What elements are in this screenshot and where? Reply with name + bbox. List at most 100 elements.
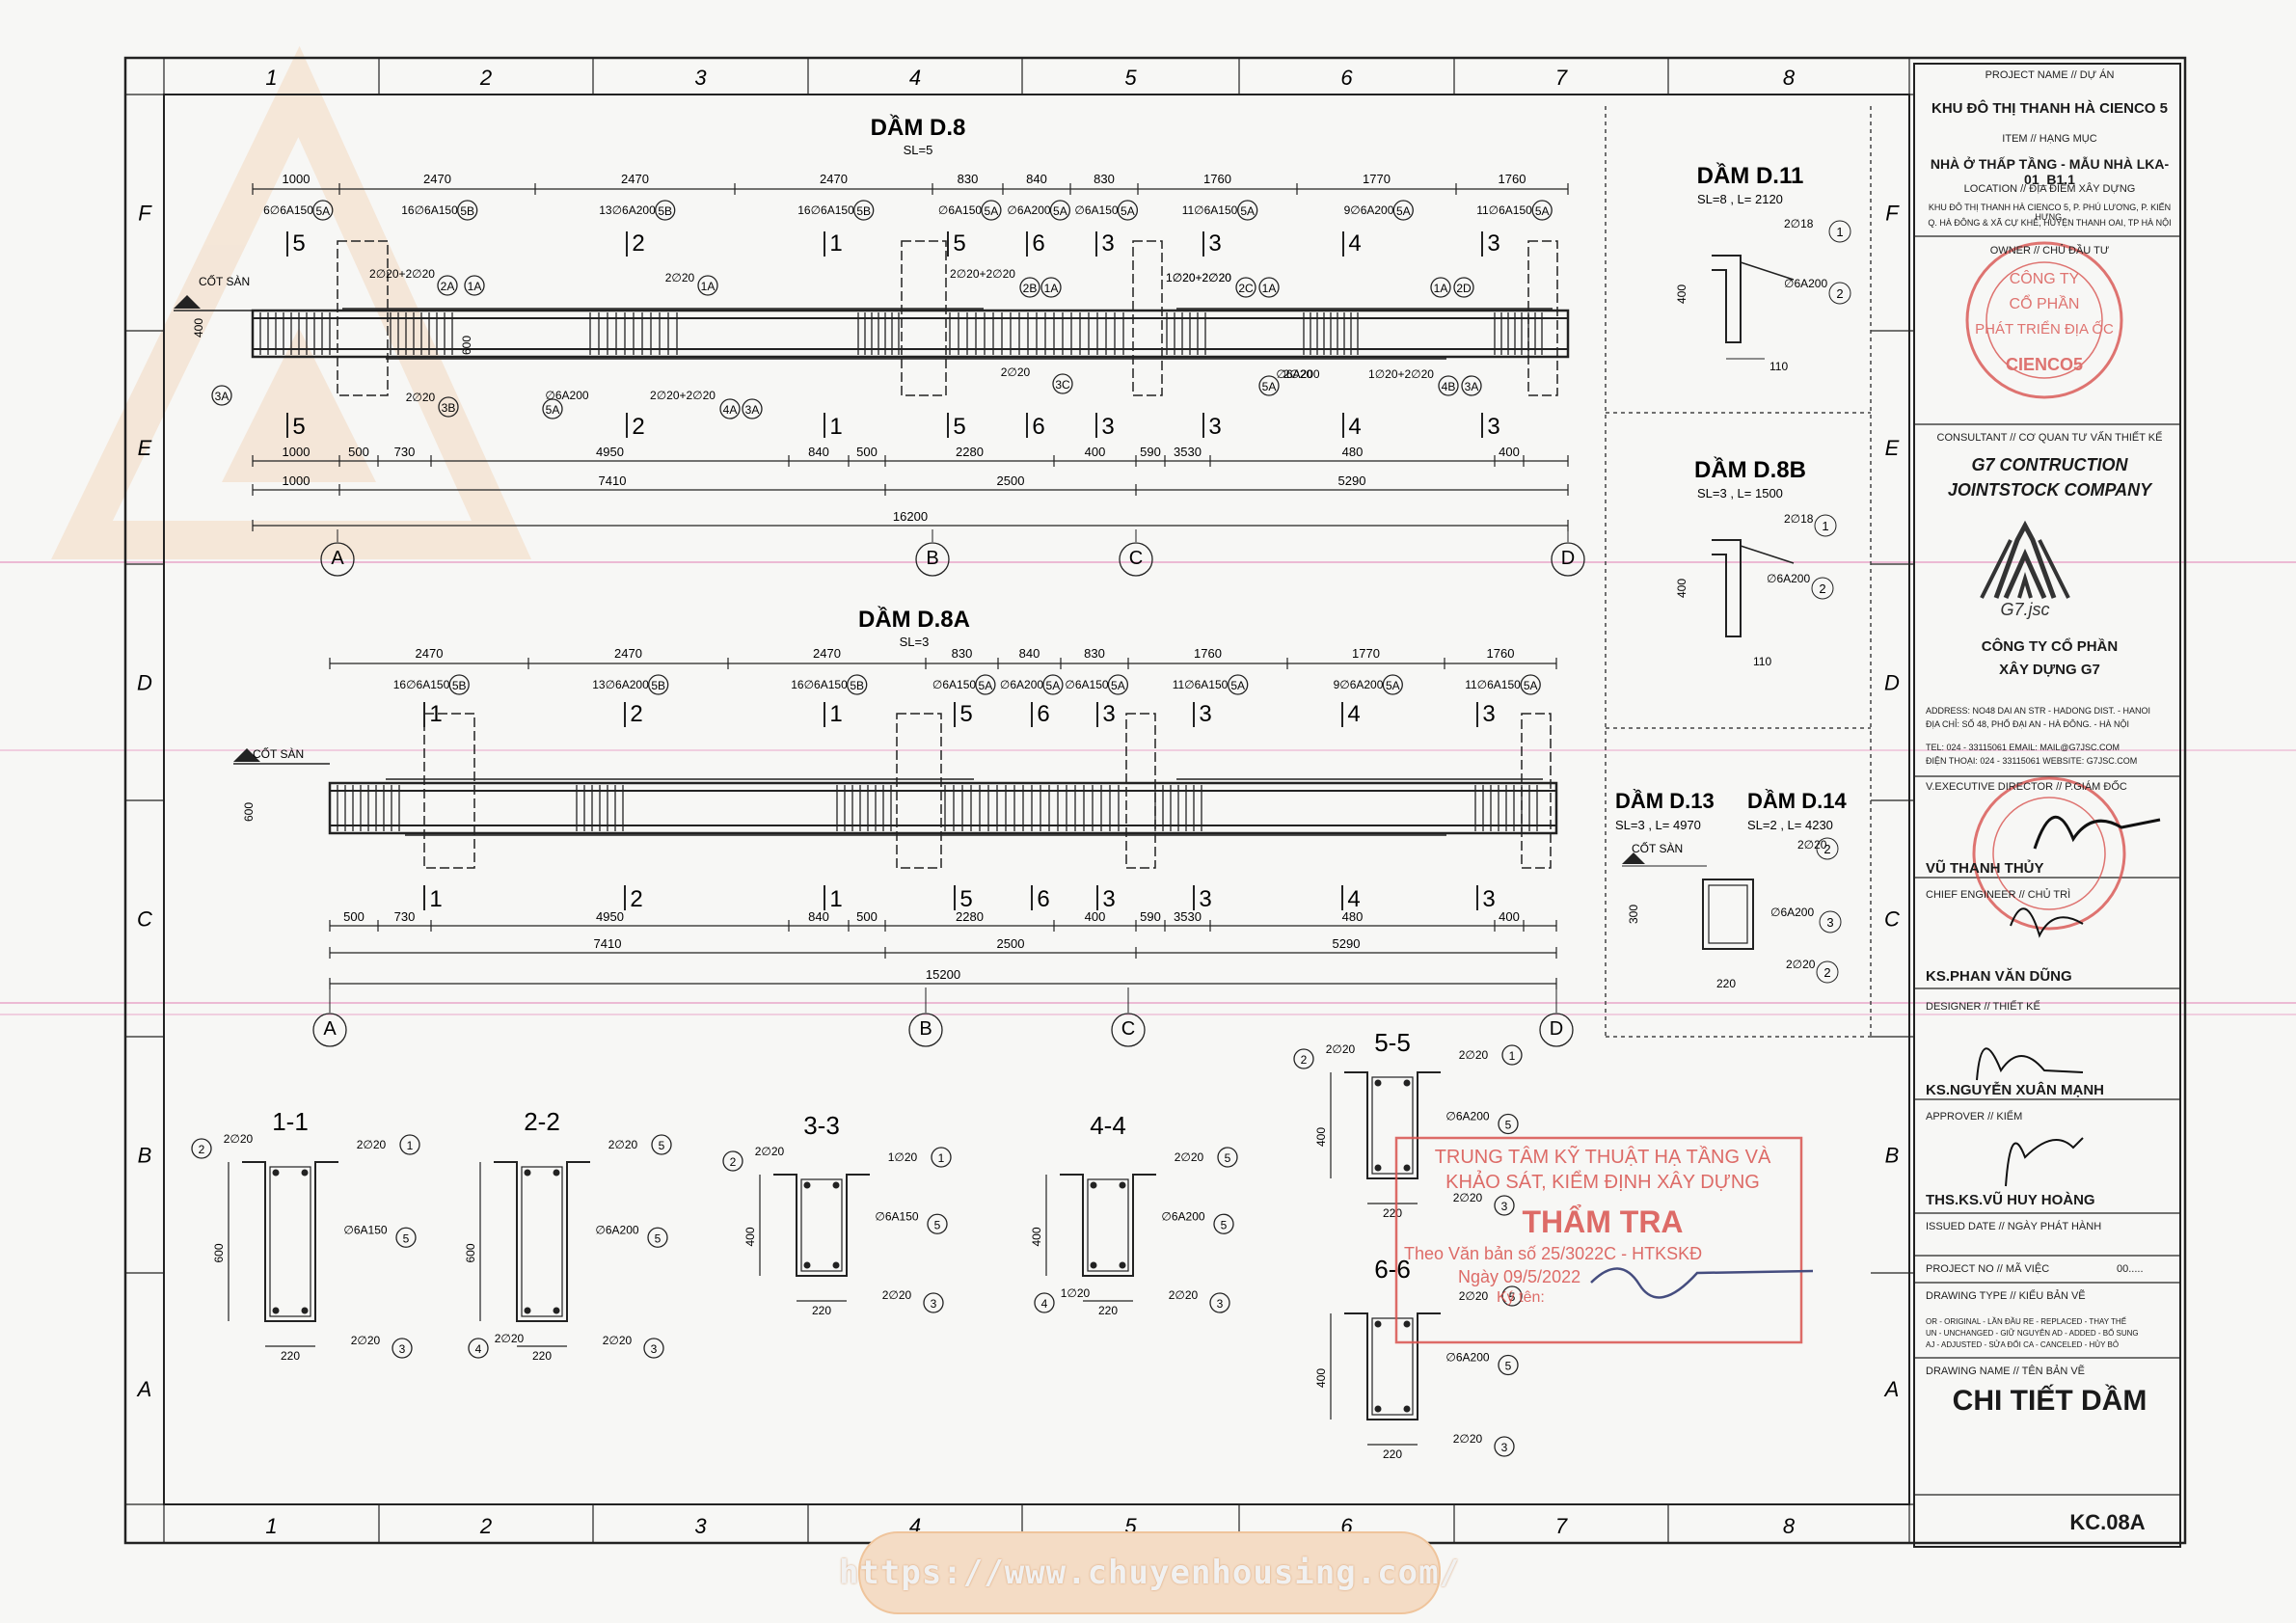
rebar-mark-label: 1A — [1044, 282, 1059, 295]
span-dim: 840 — [1019, 646, 1040, 661]
rebar-label: 2∅20 — [1326, 1042, 1356, 1056]
rebar-label: 2∅20 — [882, 1288, 912, 1302]
dim-text: 2500 — [997, 936, 1025, 951]
drawing-name-label: DRAWING NAME // TÊN BẢN VẼ — [1926, 1366, 2086, 1377]
source-url[interactable]: https://www.chuyenhousing.com/ — [838, 1554, 1461, 1592]
stamp-border — [1394, 1136, 1803, 1344]
stirrup-label: 11∅6A150 — [1476, 203, 1532, 217]
section-number: 6 — [1032, 230, 1044, 257]
stirrup-mark — [1117, 200, 1139, 221]
section-outline — [1702, 879, 1754, 950]
rebar-dot — [553, 1169, 560, 1177]
source-url-banner[interactable]: https://www.chuyenhousing.com/ — [839, 1531, 1459, 1614]
section-number: 3 — [1487, 230, 1499, 257]
issued-date-label: ISSUED DATE // NGÀY PHÁT HÀNH — [1926, 1221, 2102, 1232]
rebar-label: ∅6A200 — [1445, 1110, 1489, 1123]
stirrup-label: 9∅6A200 — [1344, 203, 1394, 217]
rebar-mark-label: 1A — [701, 280, 716, 293]
stirrup-label: ∅6A150 — [1065, 678, 1108, 691]
span-dim: 2470 — [423, 172, 451, 186]
section-number: 3 — [1101, 414, 1114, 440]
svg-text:2: 2 — [1836, 286, 1843, 301]
stirrup-mark-label: 5B — [651, 679, 665, 692]
stirrup-label: 16∅6A150 — [393, 678, 450, 691]
svg-text:CÔNG TY: CÔNG TY — [2010, 269, 2080, 287]
rebar-mark — [1438, 375, 1459, 396]
chief-signature — [2010, 907, 2084, 938]
stirrup-label: 16∅6A150 — [791, 678, 848, 691]
rebar-label: 1∅20+2∅20 — [1166, 271, 1231, 284]
rebar-dot — [803, 1181, 811, 1189]
section-title: 6-6 — [1374, 1255, 1411, 1284]
title-block-frame — [1913, 63, 2181, 1548]
beam-outline — [328, 781, 1558, 835]
stirrup-mark — [1042, 674, 1064, 695]
beam-width-dim: 220 — [1716, 977, 1736, 990]
designer-signature — [1976, 1047, 2084, 1081]
dim-text: 480 — [1342, 909, 1364, 924]
floor-level-label: CỐT SÀN — [1632, 841, 1683, 855]
rebar-label: 1∅20 — [888, 1150, 918, 1164]
stirrup-label: 11∅6A150 — [1182, 203, 1238, 217]
inner-frame — [163, 94, 1910, 1505]
rebar-mark-label: 3A — [1465, 380, 1479, 393]
grid-col-label: 1 — [265, 66, 277, 90]
column-outline — [1132, 240, 1163, 396]
beam-inner-height-dim: 600 — [460, 336, 473, 355]
span-dim: 2470 — [416, 646, 444, 661]
rebar-mark-label: 3 — [651, 1342, 658, 1356]
rebar-label: 2∅20 — [1459, 1289, 1489, 1303]
director-label: V.EXECUTIVE DIRECTOR // P.GIÁM ĐỐC — [1926, 781, 2127, 793]
approver-name: THS.KS.VŨ HUY HOÀNG — [1926, 1192, 2095, 1208]
svg-text:2: 2 — [1819, 582, 1825, 596]
stirrup-mark-label: 5A — [979, 679, 993, 692]
stirrup-mark — [853, 200, 875, 221]
grid-row-label: C — [137, 907, 152, 932]
section-title: 3-3 — [803, 1111, 840, 1140]
rebar-mark — [1217, 1147, 1238, 1168]
rebar-mark — [647, 1227, 668, 1248]
rebar-mark-label: 2 — [199, 1143, 205, 1156]
rebar-mark — [643, 1338, 664, 1359]
stirrup — [1087, 1178, 1129, 1272]
grid-row-label: D — [1884, 671, 1900, 695]
rebar-mark-label: 1A — [1434, 282, 1448, 295]
section-width-dim: 220 — [281, 1349, 300, 1363]
rebar-label: 2∅20 — [224, 1132, 254, 1146]
span-dim: 2470 — [621, 172, 649, 186]
rebar-mark — [1019, 277, 1040, 298]
rebar-label: ∅6A200 — [595, 1223, 638, 1236]
rebar-mark — [1814, 514, 1837, 537]
stamp-text: Theo Văn bản số 25/3022C - HTKSKĐ — [1404, 1244, 1702, 1263]
section-outline — [494, 1161, 590, 1322]
rebar-mark — [211, 385, 232, 406]
rebar-mark-label: 3A — [745, 403, 760, 417]
dim-text: 500 — [343, 909, 365, 924]
slab-edge — [1740, 261, 1795, 281]
owner-seal: CÔNG TY CỔ PHẦN PHÁT TRIỂN ĐỊA ỐC CIENCO… — [1965, 241, 2123, 399]
axis-bubble-label: B — [926, 548, 938, 569]
section-number: 3 — [1208, 414, 1221, 440]
rebar-mark-label: 2 — [730, 1155, 737, 1169]
svg-text:1: 1 — [1822, 519, 1828, 533]
consultant-name: JOINTSTOCK COMPANY — [1947, 480, 2152, 500]
signature — [1590, 1267, 1814, 1299]
dim-text: 590 — [1140, 909, 1161, 924]
dim-text: 1000 — [283, 445, 311, 459]
column-outline — [337, 240, 389, 396]
stirrup-mark — [1392, 200, 1414, 221]
stirrup — [1708, 884, 1748, 944]
section-width-dim: 220 — [1098, 1304, 1118, 1317]
rebar-dot — [1374, 1164, 1382, 1172]
company-address: ADDRESS: NO48 DAI AN STR - HADONG DIST. … — [1926, 706, 2151, 716]
section-number: 2 — [630, 701, 642, 727]
rebar-mark-label: 3 — [1501, 1441, 1508, 1454]
rebar-dot — [803, 1261, 811, 1269]
rebar-label: 2∅20 — [608, 1138, 638, 1151]
stirrup-label: ∅6A200 — [1007, 203, 1050, 217]
total-dim: 15200 — [926, 967, 960, 982]
axis-bubble-label: A — [331, 548, 344, 569]
rebar-mark-label: 3A — [215, 390, 230, 403]
